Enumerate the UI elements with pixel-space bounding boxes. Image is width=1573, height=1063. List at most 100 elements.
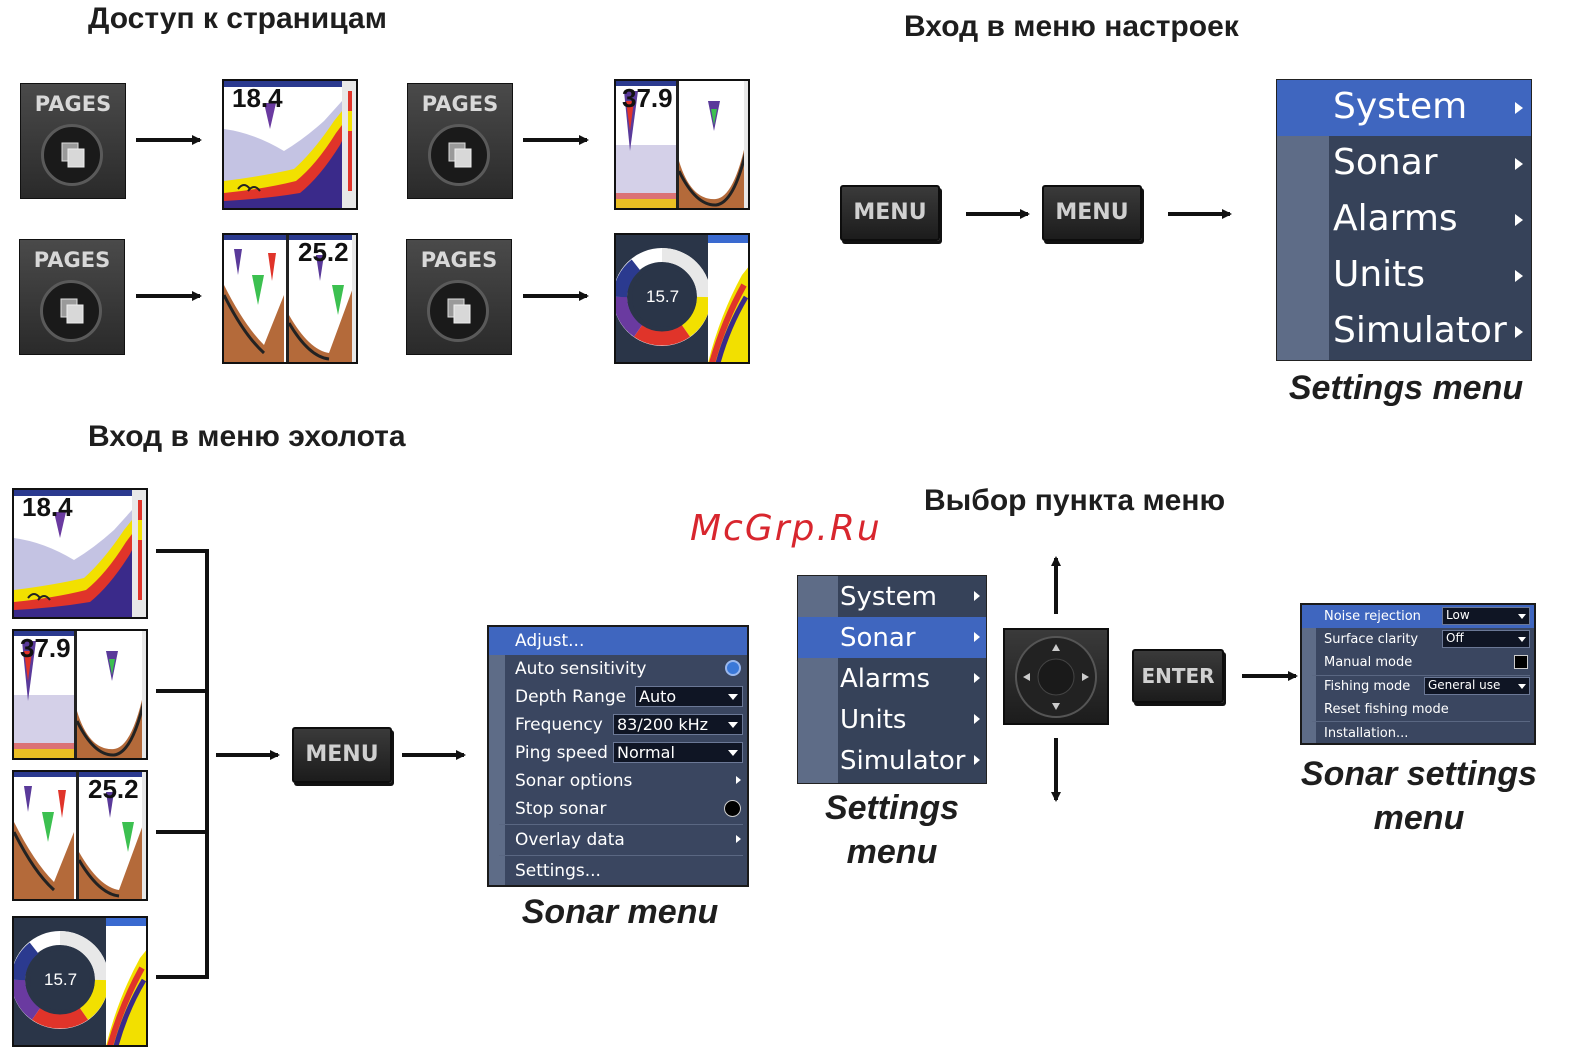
settings-item-label: Simulator — [840, 746, 966, 776]
sonar-menu-frequency[interactable]: Frequency 83/200 kHz — [489, 711, 747, 739]
fishing-mode-select[interactable]: General use — [1424, 677, 1530, 695]
menu-item-label: Surface clarity — [1324, 632, 1419, 647]
frequency-select[interactable]: 83/200 kHz — [613, 714, 743, 735]
dpad-key[interactable] — [1003, 628, 1109, 725]
pages-key[interactable]: PAGES — [406, 239, 512, 355]
sonar-screen-graphic — [14, 918, 148, 1046]
depth-readout: 37.9 — [20, 633, 71, 663]
heading-settings-entry: Вход в меню настроек — [904, 10, 1239, 43]
pages-icon — [445, 141, 475, 171]
screen-full-sonar: 18.4 — [12, 488, 148, 619]
chevron-right-icon — [1515, 158, 1523, 170]
menu-key[interactable]: MENU — [292, 727, 392, 783]
settings-item-sonar[interactable]: Sonar — [1277, 136, 1531, 192]
depth-range-select[interactable]: Auto — [635, 686, 743, 707]
pages-key-button — [427, 280, 489, 342]
sonar-menu-caption: Sonar menu — [521, 893, 719, 931]
settings-item-units[interactable]: Units — [1277, 248, 1531, 304]
sonar-settings-surface-clarity[interactable]: Surface clarity Off — [1302, 628, 1534, 651]
menu-key[interactable]: MENU — [840, 185, 940, 241]
pages-key[interactable]: PAGES — [20, 83, 126, 199]
sonar-settings-installation[interactable]: Installation... — [1302, 722, 1534, 745]
sonar-menu-sonar-options[interactable]: Sonar options — [489, 767, 747, 795]
settings-item-label: Sonar — [1333, 142, 1438, 183]
caption-line: menu — [846, 833, 938, 871]
pages-key[interactable]: PAGES — [19, 239, 125, 355]
sonar-menu-ping-speed[interactable]: Ping speed Normal — [489, 739, 747, 767]
pages-key-button — [40, 280, 102, 342]
settings-item-label: Simulator — [1333, 310, 1507, 351]
chevron-right-icon — [974, 632, 980, 642]
menu-item-label: Noise rejection — [1324, 609, 1421, 624]
menu-item-label: Fishing mode — [1324, 679, 1411, 694]
depth-readout: 25.2 — [298, 237, 349, 267]
settings-item-system[interactable]: System — [798, 576, 986, 617]
pages-icon — [444, 297, 474, 327]
menu-item-label: Settings... — [515, 861, 601, 881]
sonar-menu-overlay-data[interactable]: Overlay data — [489, 826, 747, 854]
settings-item-alarms[interactable]: Alarms — [1277, 192, 1531, 248]
heading-menu-select: Выбор пункта меню — [924, 484, 1226, 517]
depth-readout: 15.7 — [44, 970, 78, 989]
enter-key[interactable]: ENTER — [1132, 649, 1224, 703]
heading-sonar-entry: Вход в меню эхолота — [88, 420, 406, 453]
sonar-settings-reset-fishing-mode[interactable]: Reset fishing mode — [1302, 698, 1534, 721]
menu-strip — [489, 627, 505, 885]
depth-readout: 25.2 — [88, 774, 139, 804]
sonar-menu: Adjust... Auto sensitivity Depth Range A… — [487, 625, 749, 887]
settings-item-system[interactable]: System — [1277, 80, 1531, 136]
sonar-menu-settings[interactable]: Settings... — [489, 857, 747, 885]
settings-menu-caption: Settings menu — [1288, 369, 1524, 407]
screen-split-zoom: 37.9 — [614, 79, 750, 210]
menu-divider — [499, 824, 743, 825]
settings-menu: System Sonar Alarms Units Simulator — [1276, 79, 1532, 361]
settings-menu-small-caption: Settings menu — [797, 786, 987, 874]
chevron-right-icon — [974, 714, 980, 724]
menu-item-label: Overlay data — [515, 830, 625, 850]
sonar-settings-fishing-mode[interactable]: Fishing mode General use — [1302, 675, 1534, 698]
menu-item-label: Adjust... — [515, 631, 585, 651]
screen-flasher: 15.7 — [614, 233, 750, 364]
pages-key-label: PAGES — [34, 92, 112, 116]
settings-item-label: Units — [1333, 254, 1426, 295]
toggle-on-icon[interactable] — [725, 660, 741, 676]
screen-flasher: 15.7 — [12, 916, 148, 1047]
menu-item-label: Auto sensitivity — [515, 659, 647, 679]
screen-split-sonar: 25.2 — [222, 233, 358, 364]
menu-strip — [1302, 605, 1316, 743]
settings-item-units[interactable]: Units — [798, 699, 986, 740]
sonar-settings-noise-rejection[interactable]: Noise rejection Low — [1302, 605, 1534, 628]
settings-item-simulator[interactable]: Simulator — [798, 740, 986, 783]
chevron-right-icon — [974, 673, 980, 683]
chevron-right-icon — [1515, 326, 1523, 338]
sonar-settings-menu-caption: Sonar settings menu — [1286, 752, 1552, 840]
sonar-menu-auto-sensitivity[interactable]: Auto sensitivity — [489, 655, 747, 683]
menu-item-label: Manual mode — [1324, 655, 1413, 670]
sonar-menu-stop-sonar[interactable]: Stop sonar — [489, 795, 747, 823]
noise-rejection-select[interactable]: Low — [1442, 607, 1530, 625]
pages-icon — [58, 141, 88, 171]
menu-divider — [1312, 675, 1530, 676]
menu-item-label: Installation... — [1324, 726, 1409, 741]
toggle-off-icon[interactable] — [724, 800, 741, 817]
settings-item-label: Sonar — [840, 623, 916, 653]
sonar-menu-adjust[interactable]: Adjust... — [489, 627, 747, 655]
menu-strip — [798, 576, 838, 783]
pages-icon — [57, 297, 87, 327]
sonar-settings-manual-mode[interactable]: Manual mode — [1302, 651, 1534, 674]
screen-split-zoom: 37.9 — [12, 629, 148, 760]
watermark: McGrp.Ru — [690, 508, 882, 549]
settings-item-sonar[interactable]: Sonar — [798, 617, 986, 658]
settings-item-simulator[interactable]: Simulator — [1277, 304, 1531, 360]
ping-speed-select[interactable]: Normal — [613, 742, 743, 763]
pages-key[interactable]: PAGES — [407, 83, 513, 199]
checkbox[interactable] — [1514, 655, 1528, 669]
menu-item-label: Ping speed — [515, 743, 608, 763]
settings-item-alarms[interactable]: Alarms — [798, 658, 986, 699]
surface-clarity-select[interactable]: Off — [1442, 630, 1530, 648]
menu-key[interactable]: MENU — [1042, 185, 1142, 241]
sonar-menu-depth-range[interactable]: Depth Range Auto — [489, 683, 747, 711]
chevron-right-icon — [974, 755, 980, 765]
settings-menu-small: System Sonar Alarms Units Simulator — [797, 575, 987, 784]
settings-item-label: System — [840, 582, 937, 612]
